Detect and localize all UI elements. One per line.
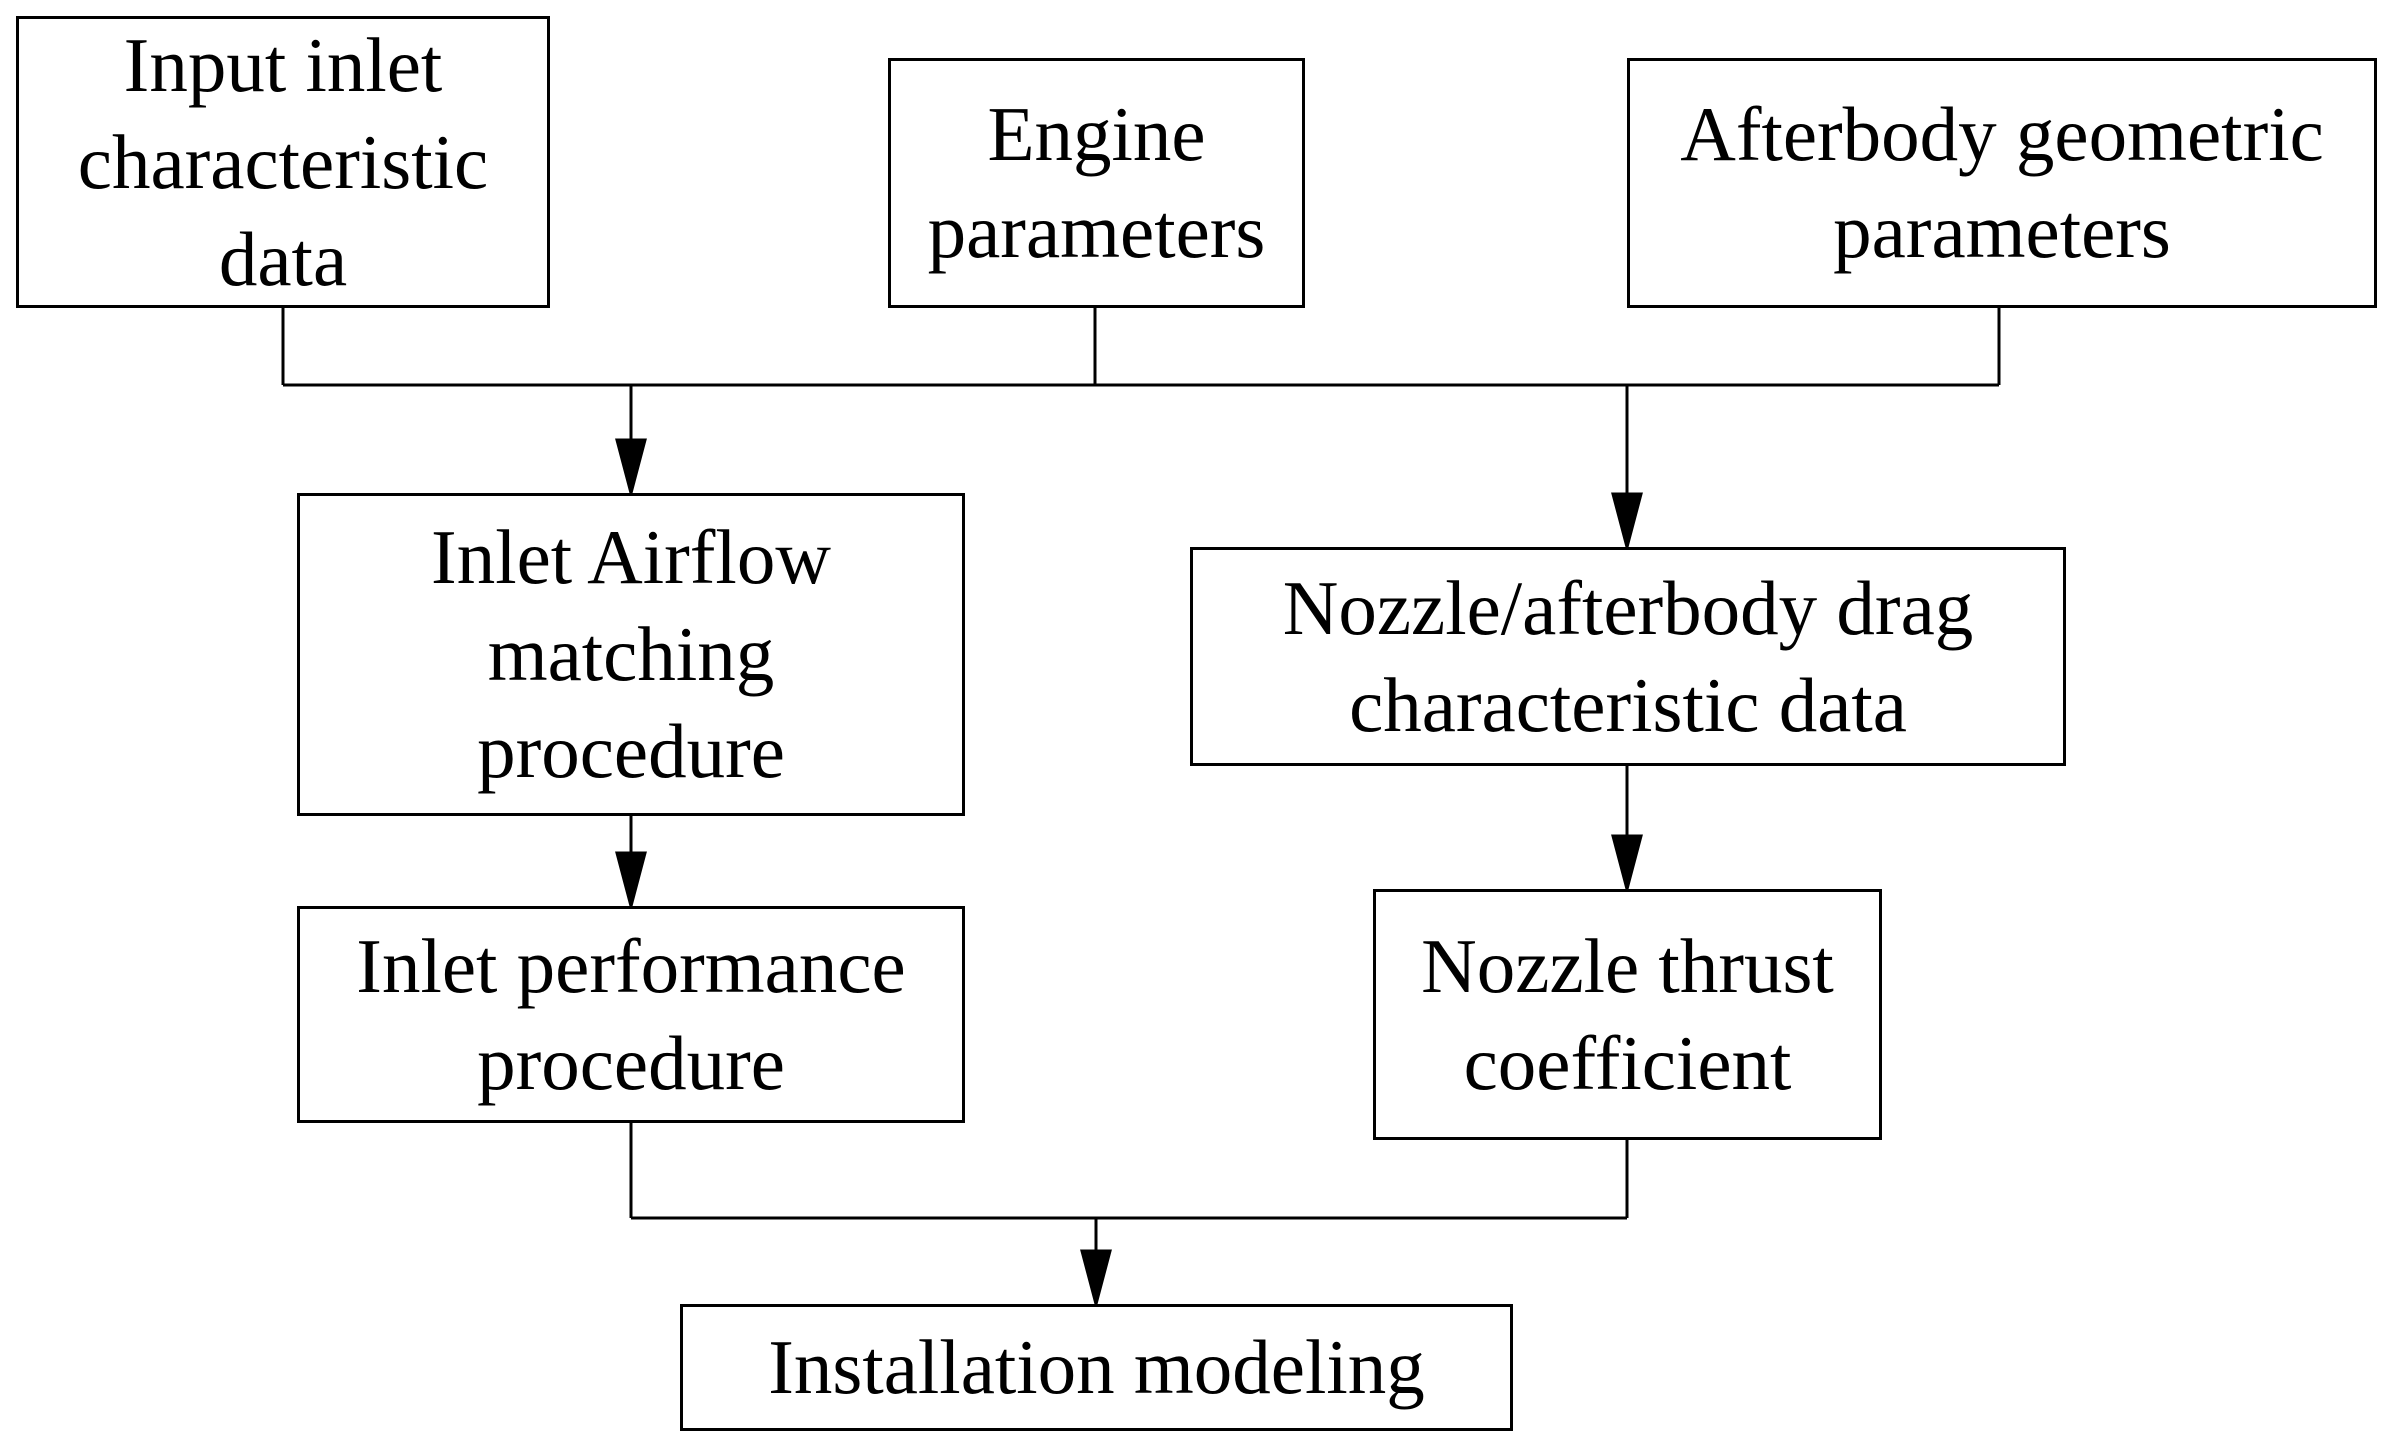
node-label: data: [218, 215, 348, 302]
node-label: characteristic: [77, 118, 489, 205]
node-label: Inlet Airflow: [431, 514, 831, 600]
node-label: coefficient: [1463, 1019, 1792, 1106]
arrowhead-installation: [1080, 1249, 1112, 1310]
node-label: Engine: [987, 91, 1206, 177]
node-installation-modeling: Installation modeling: [680, 1304, 1513, 1431]
node-nozzle-afterbody-drag-data: Nozzle/afterbody drag characteristic dat…: [1190, 547, 2066, 766]
node-label: Nozzle/afterbody drag: [1282, 564, 1974, 651]
node-inlet-performance-procedure: Inlet performance procedure: [297, 906, 965, 1123]
node-label: Inlet performance: [356, 922, 906, 1009]
node-label: Input inlet: [123, 21, 443, 108]
node-label: characteristic data: [1349, 661, 1907, 748]
arrowhead-inlet-airflow: [615, 438, 647, 499]
node-label: matching: [487, 611, 775, 697]
node-input-inlet-characteristic-data: Input inlet characteristic data: [16, 16, 550, 308]
arrowhead-nozzle-drag: [1611, 492, 1643, 553]
node-label: procedure: [477, 1019, 785, 1106]
arrowhead-inlet-performance: [615, 851, 647, 912]
node-nozzle-thrust-coefficient: Nozzle thrust coefficient: [1373, 889, 1882, 1140]
node-label: Afterbody geometric: [1680, 91, 2324, 177]
node-label: parameters: [1833, 188, 2171, 274]
arrowhead-nozzle-thrust: [1611, 834, 1643, 895]
node-label: Nozzle thrust: [1421, 922, 1834, 1009]
node-label: procedure: [477, 708, 785, 794]
node-afterbody-geometric-parameters: Afterbody geometric parameters: [1627, 58, 2377, 308]
node-label: Installation modeling: [768, 1324, 1425, 1410]
node-engine-parameters: Engine parameters: [888, 58, 1305, 308]
node-label: parameters: [927, 188, 1266, 274]
node-inlet-airflow-matching-procedure: Inlet Airflow matching procedure: [297, 493, 965, 816]
